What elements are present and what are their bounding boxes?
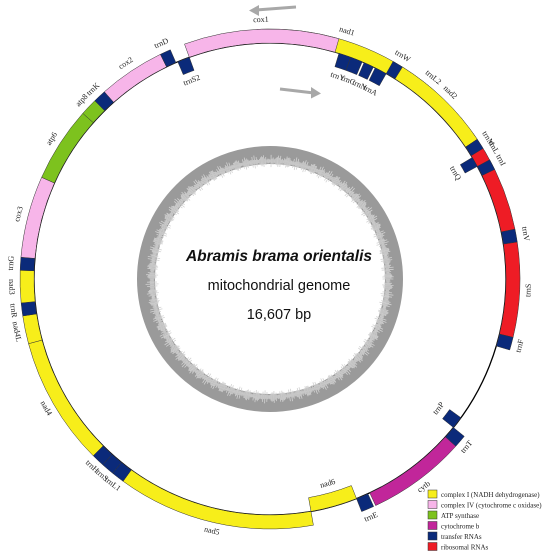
gene-trnm-34 [465, 138, 484, 157]
gene-label-cox1: cox1 [253, 15, 269, 25]
gene-trnp-6 [442, 409, 462, 428]
gene-cytb-8 [369, 436, 457, 506]
gene-label-trns: trnS [523, 283, 533, 297]
gene-trnc-29 [345, 56, 363, 75]
gene-label-trnv: trnV [520, 226, 531, 242]
arrow-left-icon [255, 5, 297, 12]
legend-swatch-4 [427, 531, 438, 541]
gene-nad3-18 [19, 270, 36, 304]
legend-label-3: cytochrome b [441, 523, 480, 531]
gene-trna-31 [368, 67, 387, 87]
species-name: Abramis brama orientalis [185, 248, 372, 265]
gene-label-trna: trnA [362, 83, 379, 98]
gene-label-trny: trnY [329, 70, 346, 83]
gene-label-atp6: atp6 [44, 130, 59, 146]
gene-labels: nad1trnL2trnLtrnVtrnStrnFtrnPtrnTcytbtrn… [6, 15, 533, 537]
center-title: Abramis brama orientalis mitochondrial g… [185, 248, 372, 323]
gene-label-nad1: nad1 [338, 24, 356, 37]
gene-trns-4 [499, 241, 521, 338]
gene-label-trnr: trnR [8, 303, 19, 319]
gene-label-trnl2: trnL2 [424, 68, 443, 86]
legend-label-4: transfer RNAs [441, 533, 482, 541]
gene-trnr-17 [20, 301, 37, 317]
legend-label-2: ATP synthase [441, 512, 479, 520]
gene-atp6-21 [41, 112, 94, 184]
gene-label-trnk: trnK [84, 81, 101, 98]
legend-swatch-1 [427, 500, 438, 509]
direction-arrows [249, 5, 321, 99]
gene-label-cox3: cox3 [12, 205, 25, 222]
legend-label-1: complex IV (cytochrome c oxidase) [441, 502, 542, 510]
gc-ring-base [137, 146, 403, 412]
gene-label-trng: trnG [6, 255, 16, 270]
gene-label-trns2: trnS2 [182, 73, 201, 88]
gene-cox3-20 [20, 176, 55, 259]
gene-trnn-30 [358, 62, 374, 80]
gene-trne-9 [356, 493, 375, 512]
gene-cox2-24 [103, 53, 167, 103]
gene-label-nad2: nad2 [442, 84, 459, 101]
gene-label-trni: trnI [494, 153, 507, 168]
legend-swatch-2 [427, 510, 438, 520]
genome-length: 16,607 bp [247, 307, 312, 323]
gene-nad4l-16 [22, 313, 43, 345]
gene-label-nad6: nad6 [319, 477, 336, 490]
genome-subtitle: mitochondrial genome [208, 278, 351, 294]
gene-label-trnf: trnF [514, 338, 526, 354]
gene-label-trnp: trnP [431, 400, 447, 417]
legend-swatch-3 [427, 521, 438, 530]
gene-features [19, 28, 521, 530]
arrow-right-icon [279, 87, 315, 95]
gene-label-trnq: trnQ [448, 164, 463, 181]
gene-cox1-27 [184, 28, 340, 58]
legend-label-5: ribosomal RNAs [441, 544, 489, 552]
legend-label-0: complex I (NADH dehydrogenase) [441, 491, 540, 499]
gc-content-ring [137, 146, 403, 412]
gene-trnf-5 [495, 333, 514, 351]
gene-nad6-10 [308, 485, 357, 512]
gene-trnd-25 [160, 49, 177, 68]
gc-ring-detail [145, 154, 394, 404]
gene-label-nad4: nad4 [38, 399, 54, 417]
arrow-left-head-icon [249, 5, 259, 16]
gene-label-trne: trnE [363, 510, 379, 524]
gene-trnv-3 [500, 228, 518, 245]
gene-label-nad5: nad5 [203, 525, 220, 537]
gene-trng-19 [19, 256, 36, 272]
gene-label-nad4l: nad4L [11, 321, 24, 343]
gene-label-trnt: trnT [459, 438, 475, 454]
arrow-right-head-icon [311, 87, 321, 99]
gene-label-cox2: cox2 [117, 55, 135, 71]
legend: complex I (NADH dehydrogenase) complex IV… [427, 489, 542, 552]
gene-nad5-11 [122, 469, 314, 530]
gene-label-nad3: nad3 [7, 279, 16, 295]
gene-label-trnw: trnW [393, 48, 412, 64]
gene-nad4-15 [28, 339, 104, 457]
legend-swatch-5 [427, 542, 438, 551]
gene-label-trnd: trnD [153, 36, 170, 50]
gene-trni-36 [477, 159, 496, 176]
gene-trns2-26 [177, 56, 195, 75]
gene-trnq-35 [459, 157, 478, 174]
legend-swatch-0 [427, 489, 438, 499]
